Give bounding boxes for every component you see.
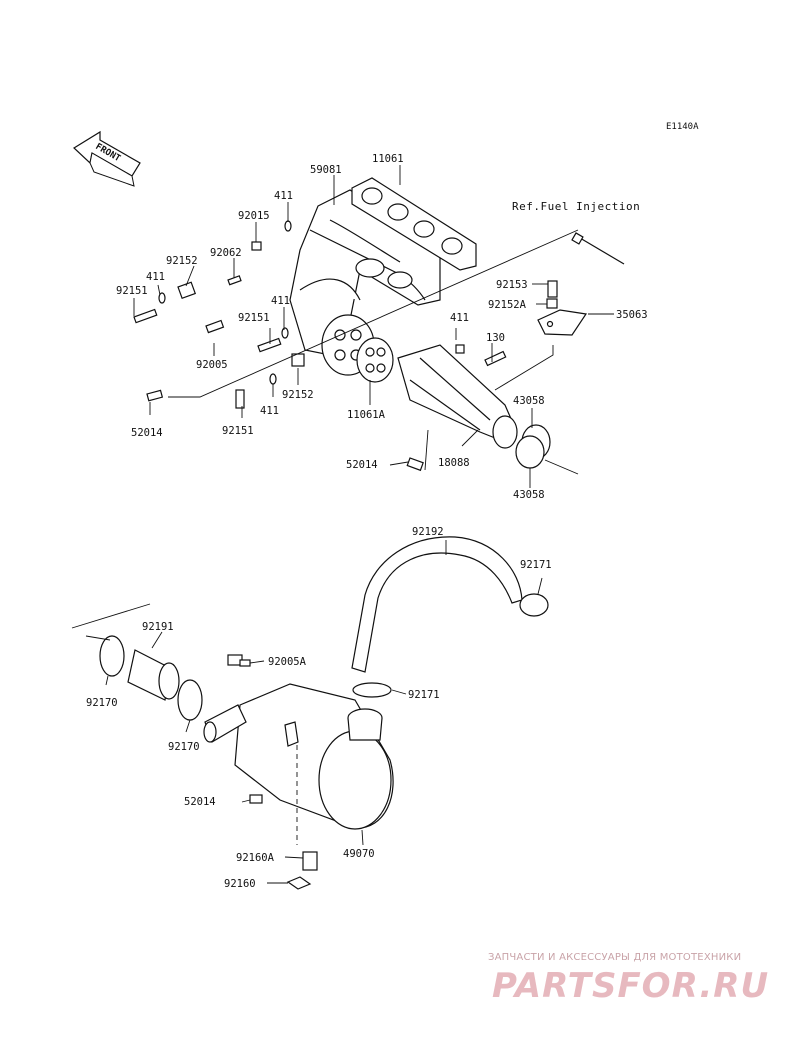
hose-clamp-92171-b xyxy=(352,682,392,698)
label-52014-c: 52014 xyxy=(184,796,216,808)
leader-lines xyxy=(71,165,614,884)
collar-92152A xyxy=(546,298,558,309)
label-92005: 92005 xyxy=(196,359,228,371)
label-92062: 92062 xyxy=(210,247,242,259)
label-130: 130 xyxy=(486,332,505,344)
label-92191: 92191 xyxy=(142,621,174,633)
bolt-92151-c xyxy=(235,389,245,409)
label-35063: 35063 xyxy=(616,309,648,321)
label-92151-a: 92151 xyxy=(116,285,148,297)
label-92151-c: 92151 xyxy=(222,425,254,437)
hose-clamp-92170-a xyxy=(99,635,125,677)
label-92171-a: 92171 xyxy=(520,559,552,571)
rubber-pad-92160 xyxy=(286,876,312,890)
muffler xyxy=(234,683,394,830)
label-92005A: 92005A xyxy=(268,656,307,668)
front-arrow-icon: FRONT xyxy=(73,130,141,187)
label-92192: 92192 xyxy=(412,526,444,538)
nut-92015 xyxy=(251,241,262,251)
fitting-52014-b xyxy=(406,457,424,472)
exhaust-pipe xyxy=(397,344,518,449)
label-411-b: 411 xyxy=(146,271,165,283)
nut-411-e xyxy=(455,344,465,354)
clamp-43058-b xyxy=(515,435,545,469)
label-92153: 92153 xyxy=(496,279,528,291)
bolt-92151-b xyxy=(257,337,282,353)
hose-clamp-92170-b xyxy=(177,679,203,721)
connector-hose xyxy=(127,649,180,701)
washer-411-d xyxy=(269,373,277,385)
label-92152-a: 92152 xyxy=(166,255,198,267)
bracket xyxy=(537,309,588,336)
rubber-pad-92160A xyxy=(302,851,318,871)
washer-411-c xyxy=(281,327,289,339)
label-18088: 18088 xyxy=(438,457,470,469)
label-52014-a: 52014 xyxy=(131,427,163,439)
fitting-52014-c xyxy=(249,794,263,804)
part-labels: 11061 59081 411 92015 92062 92152 411 92… xyxy=(86,153,648,890)
label-411-a: 411 xyxy=(274,190,293,202)
diagram-code: E1140A xyxy=(666,122,699,132)
label-411-e: 411 xyxy=(450,312,469,324)
label-92152-b: 92152 xyxy=(282,389,314,401)
bolt-130 xyxy=(484,350,507,367)
fuel-injection-sensor xyxy=(571,232,625,265)
label-52014-b: 52014 xyxy=(346,459,378,471)
bolt-92151-a xyxy=(133,308,158,324)
label-11061A: 11061A xyxy=(347,409,386,421)
collar-92152-a xyxy=(177,281,197,300)
label-59081: 59081 xyxy=(310,164,342,176)
watermark-tagline: ЗАПЧАСТИ И АКСЕССУАРЫ ДЛЯ МОТОТЕХНИКИ xyxy=(488,952,742,963)
label-43058-a: 43058 xyxy=(513,395,545,407)
label-92152A: 92152A xyxy=(488,299,527,311)
label-43058-b: 43058 xyxy=(513,489,545,501)
manifold-gasket xyxy=(351,177,477,271)
label-92170-a: 92170 xyxy=(86,697,118,709)
washer-411-b xyxy=(158,292,166,304)
fitting-52014-a xyxy=(146,389,164,402)
label-92160A: 92160A xyxy=(236,852,275,864)
reference-note: Ref.Fuel Injection xyxy=(512,200,640,213)
label-92171-b: 92171 xyxy=(408,689,440,701)
label-92151-b: 92151 xyxy=(238,312,270,324)
label-411-d: 411 xyxy=(260,405,279,417)
label-92160: 92160 xyxy=(224,878,256,890)
water-hose xyxy=(351,536,523,673)
fitting-92005A xyxy=(227,654,251,667)
fitting-92005 xyxy=(205,319,225,334)
muffler-inlet xyxy=(203,704,247,743)
label-49070: 49070 xyxy=(343,848,375,860)
hose-clamp-92171-a xyxy=(519,593,549,617)
stud-92062 xyxy=(227,275,242,286)
watermark-brand: PARTSFOR.RU xyxy=(492,966,770,1006)
washer-411-a xyxy=(284,220,292,232)
flange-gasket xyxy=(321,314,394,383)
label-92015: 92015 xyxy=(238,210,270,222)
label-92170-b: 92170 xyxy=(168,741,200,753)
label-11061: 11061 xyxy=(372,153,404,165)
bolt-92153 xyxy=(547,280,558,298)
label-411-c: 411 xyxy=(271,295,290,307)
